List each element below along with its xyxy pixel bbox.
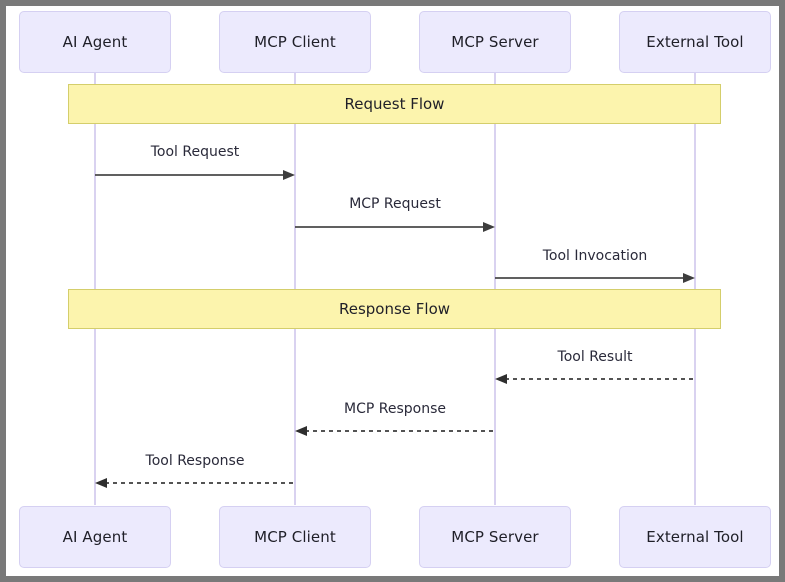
- participant-external-tool-bottom[interactable]: External Tool: [619, 506, 771, 568]
- message-arrow-mcp-request: [295, 221, 495, 233]
- message-label-mcp-request: MCP Request: [295, 194, 495, 214]
- message-label-tool-invocation: Tool Invocation: [495, 246, 695, 266]
- message-label-mcp-response: MCP Response: [295, 399, 495, 419]
- participant-mcp-server-top[interactable]: MCP Server: [419, 11, 571, 73]
- participant-label: MCP Server: [451, 33, 539, 51]
- section-band-response-flow: Response Flow: [68, 289, 721, 329]
- participant-mcp-client-top[interactable]: MCP Client: [219, 11, 371, 73]
- section-band-request-flow: Request Flow: [68, 84, 721, 124]
- participant-ai-agent-bottom[interactable]: AI Agent: [19, 506, 171, 568]
- message-arrow-mcp-response: [295, 425, 495, 437]
- section-band-label: Response Flow: [338, 300, 451, 318]
- participant-mcp-client-bottom[interactable]: MCP Client: [219, 506, 371, 568]
- message-label-tool-result: Tool Result: [495, 347, 695, 367]
- participant-mcp-server-bottom[interactable]: MCP Server: [419, 506, 571, 568]
- participant-label: External Tool: [646, 33, 744, 51]
- section-band-label: Request Flow: [344, 95, 445, 113]
- message-label-text: MCP Request: [349, 196, 441, 212]
- message-arrow-tool-request: [95, 169, 295, 181]
- message-label-text: Tool Response: [145, 453, 245, 469]
- participant-label: MCP Client: [254, 33, 336, 51]
- message-label-text: Tool Request: [150, 144, 240, 160]
- participant-label: MCP Client: [254, 528, 336, 546]
- participant-ai-agent-top[interactable]: AI Agent: [19, 11, 171, 73]
- message-label-tool-request: Tool Request: [95, 142, 295, 162]
- participant-label: AI Agent: [62, 33, 128, 51]
- message-label-text: Tool Invocation: [542, 248, 648, 264]
- message-arrow-tool-response: [95, 477, 295, 489]
- participant-label: AI Agent: [62, 528, 128, 546]
- participant-label: External Tool: [646, 528, 744, 546]
- message-label-tool-response: Tool Response: [95, 451, 295, 471]
- message-arrow-tool-invocation: [495, 272, 695, 284]
- message-label-text: MCP Response: [344, 401, 446, 417]
- participant-label: MCP Server: [451, 528, 539, 546]
- message-arrow-tool-result: [495, 373, 695, 385]
- message-label-text: Tool Result: [557, 349, 633, 365]
- participant-external-tool-top[interactable]: External Tool: [619, 11, 771, 73]
